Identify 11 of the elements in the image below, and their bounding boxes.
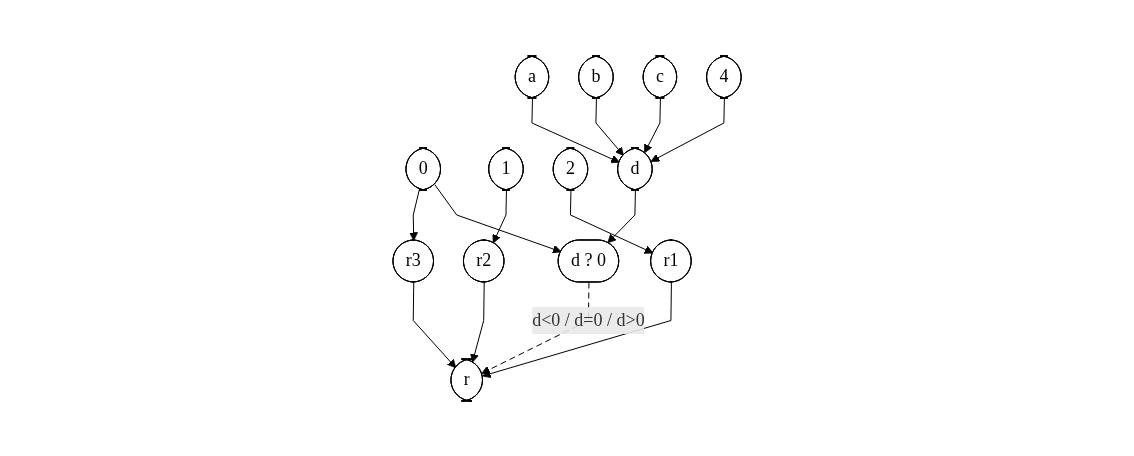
arrow bbox=[644, 97, 661, 153]
edge-label: d<0 / d=0 / d>0 bbox=[532, 309, 645, 330]
arrow bbox=[569, 189, 654, 254]
arrow bbox=[650, 97, 725, 162]
arrow bbox=[470, 281, 485, 363]
arrow bbox=[412, 281, 457, 368]
arrow bbox=[531, 97, 620, 163]
arrow bbox=[607, 189, 636, 243]
arrow bbox=[492, 189, 507, 243]
arrow bbox=[434, 183, 562, 253]
arrow bbox=[595, 97, 624, 156]
